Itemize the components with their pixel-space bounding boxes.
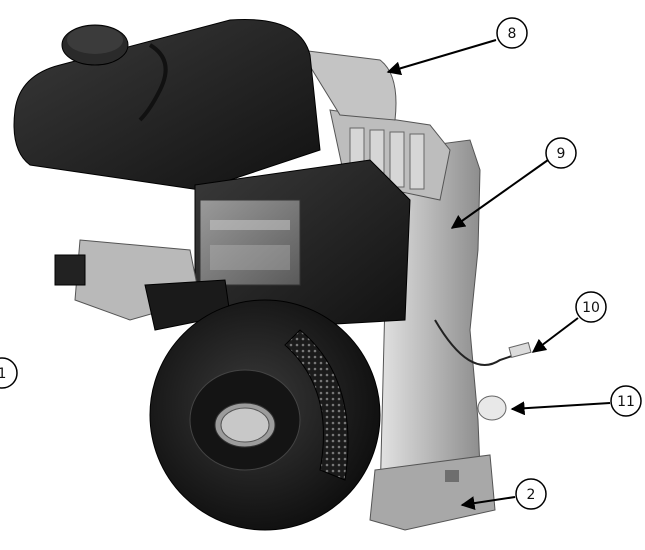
callout-9-label: 9 [557,146,566,162]
callout-1: 1 [0,357,18,389]
callouts: 8 9 10 11 2 1 [0,17,642,511]
callout-10-label: 10 [582,300,600,316]
oil-fill-plug [477,395,507,421]
callout-2-label: 2 [527,487,536,503]
engine-illustration [13,18,532,531]
decal-plate [199,199,301,286]
callout-2: 2 [460,478,547,511]
callout-8-label: 8 [508,26,517,42]
callout-9: 9 [450,137,577,229]
callout-11-label: 11 [617,394,635,410]
wire-lead [434,319,531,366]
callout-11: 11 [510,385,642,417]
callout-1-label: 1 [0,366,6,382]
callout-10: 10 [531,291,607,353]
muffler [299,49,397,121]
callout-8: 8 [386,17,528,76]
grille [284,329,349,481]
fuel-tank [13,18,321,191]
mounting-base [369,454,496,531]
